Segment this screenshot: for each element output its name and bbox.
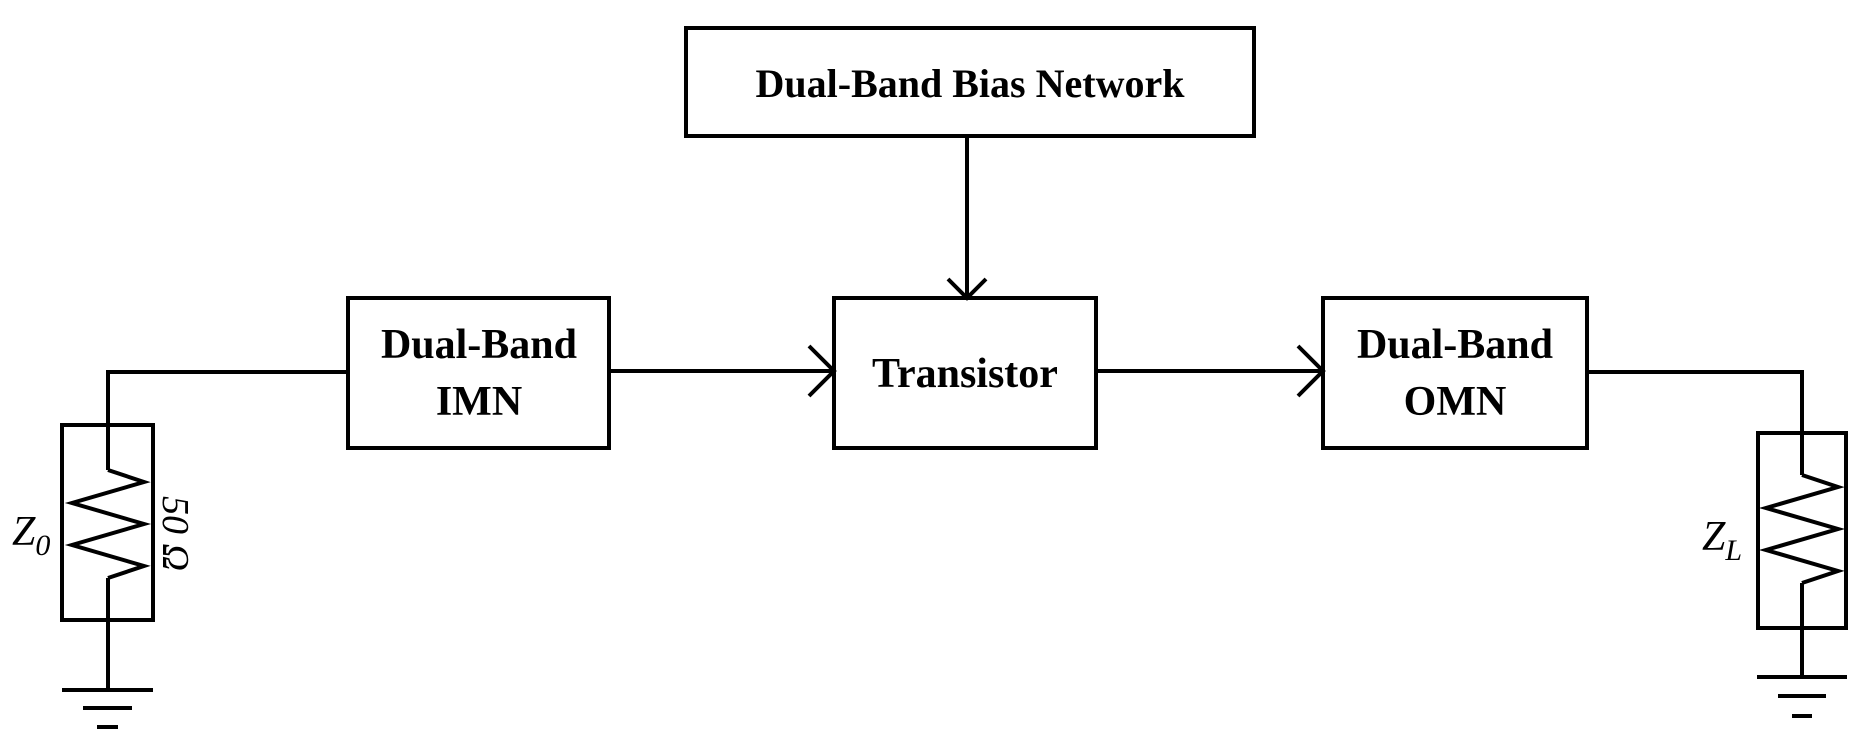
transistor-to-omn-line bbox=[1096, 344, 1326, 398]
resistance-value: 50 Ω bbox=[154, 496, 196, 571]
omn-arrow-head bbox=[1296, 344, 1326, 398]
source-ground-icon bbox=[62, 688, 153, 729]
source-resistor bbox=[60, 423, 155, 690]
bias-network-block: Dual-Band Bias Network bbox=[684, 26, 1256, 138]
bias-feed-line bbox=[946, 136, 988, 301]
transistor-label: Transistor bbox=[872, 351, 1058, 397]
imn-arrow-head bbox=[807, 344, 837, 398]
imn-label-line1: Dual-Band bbox=[381, 322, 577, 368]
imn-block: Dual-Band IMN bbox=[346, 296, 611, 450]
source-z-sub: 0 bbox=[35, 529, 50, 562]
load-resistor bbox=[1756, 431, 1848, 677]
imn-label-line2: IMN bbox=[436, 379, 522, 425]
load-impedance-label: ZL bbox=[1702, 514, 1742, 567]
source-z-main: Z bbox=[12, 509, 36, 555]
transistor-block: Transistor bbox=[832, 296, 1098, 450]
svg-text:Z0: Z0 bbox=[12, 509, 50, 562]
omn-label-line2: OMN bbox=[1404, 379, 1507, 425]
source-resistor-zigzag bbox=[64, 468, 152, 580]
omn-label-line1: Dual-Band bbox=[1357, 322, 1553, 368]
omn-block: Dual-Band OMN bbox=[1321, 296, 1589, 450]
load-ground-icon bbox=[1757, 675, 1847, 718]
load-resistor-zigzag bbox=[1758, 473, 1846, 585]
load-z-sub: L bbox=[1724, 534, 1742, 567]
source-wire bbox=[106, 370, 348, 470]
imn-to-transistor-line bbox=[609, 344, 837, 398]
load-wire bbox=[1587, 370, 1804, 475]
svg-text:ZL: ZL bbox=[1702, 514, 1742, 567]
source-impedance-label: Z0 bbox=[12, 509, 50, 562]
source-resistance-label: 50 Ω bbox=[154, 496, 196, 571]
bias-network-label: Dual-Band Bias Network bbox=[756, 61, 1186, 106]
load-z-main: Z bbox=[1702, 514, 1726, 560]
